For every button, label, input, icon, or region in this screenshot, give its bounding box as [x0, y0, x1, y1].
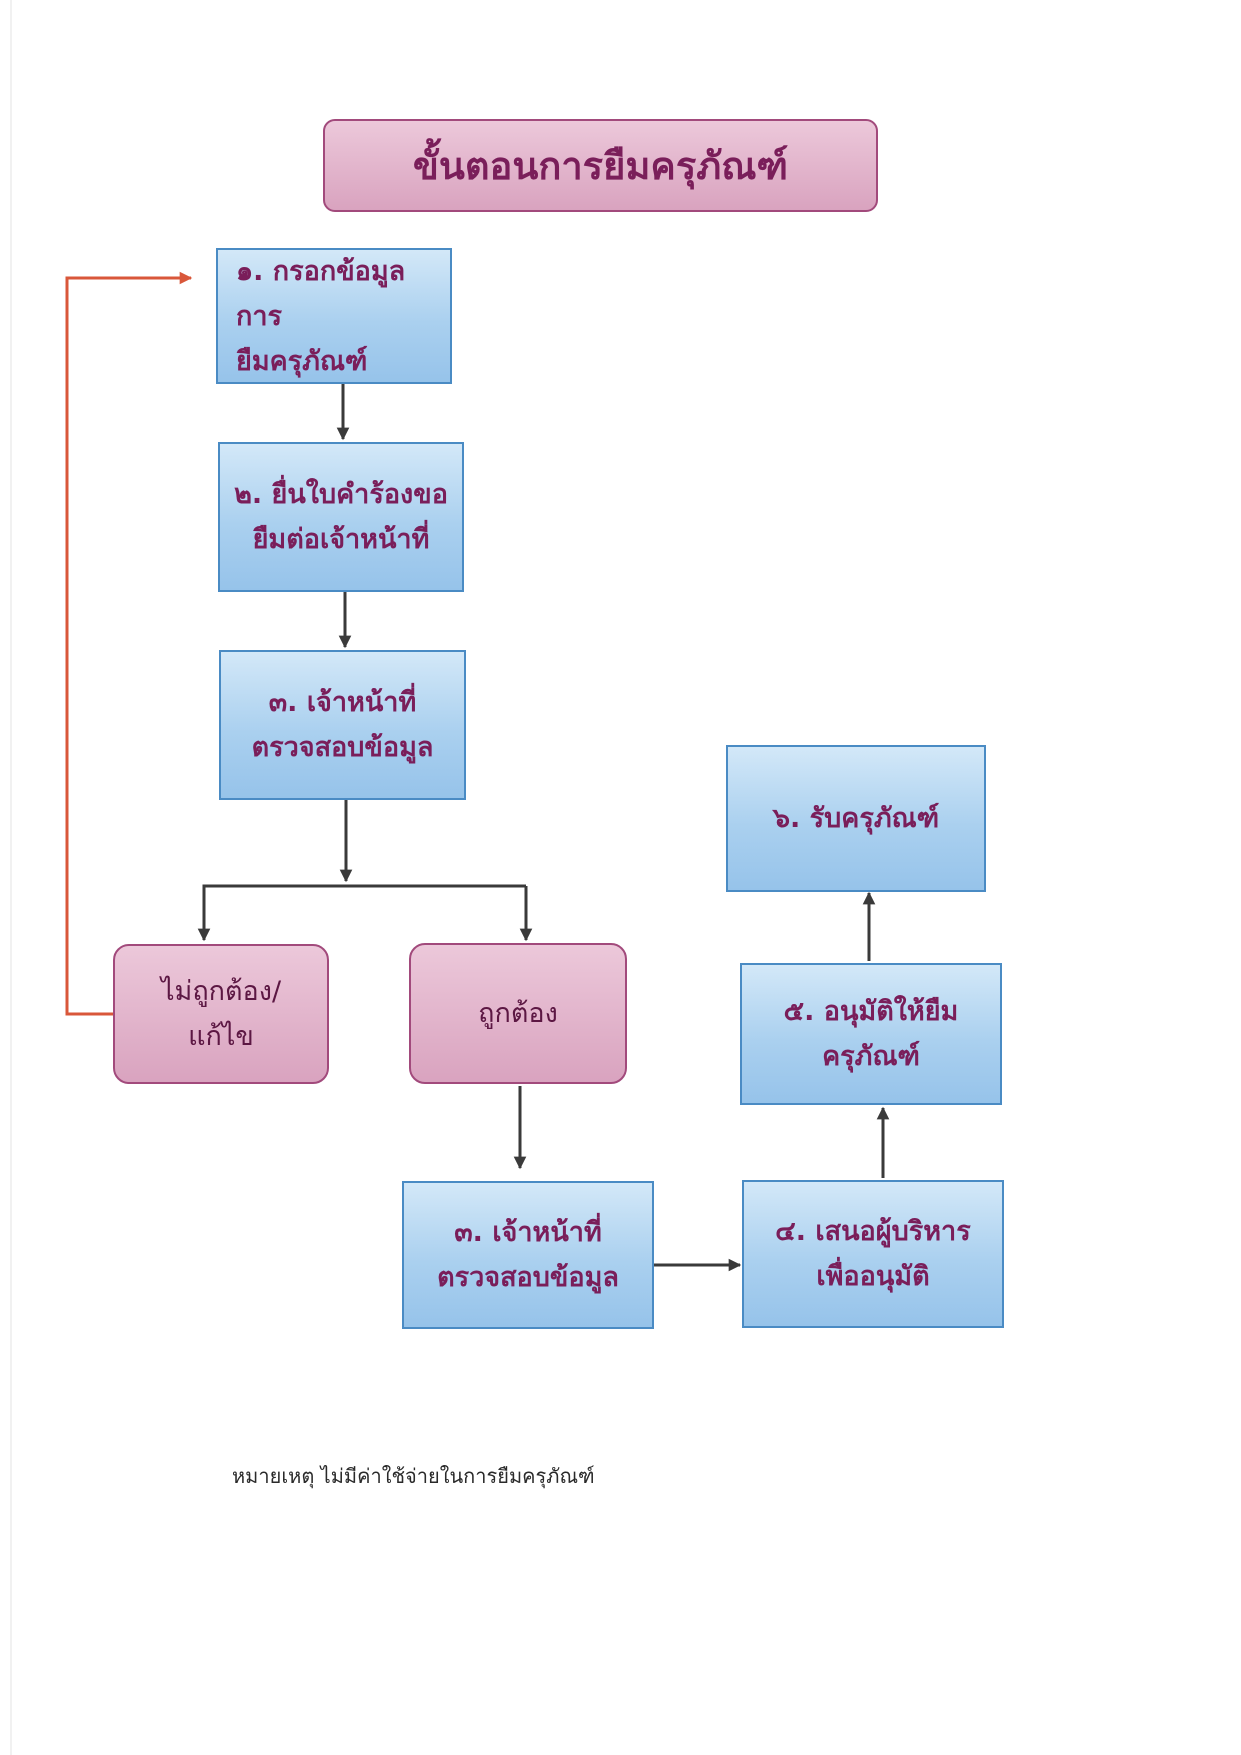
decision-correct-label: ถูกต้อง: [478, 998, 558, 1029]
step-4-box: ๔. เสนอผู้บริหาร เพื่ออนุมัติ: [742, 1180, 1004, 1328]
flowchart-title-box: ขั้นตอนการยืมครุภัณฑ์: [323, 119, 878, 212]
step-4-label: ๔. เสนอผู้บริหาร เพื่ออนุมัติ: [775, 1216, 971, 1292]
step-3-box: ๓. เจ้าหน้าที่ ตรวจสอบข้อมูล: [219, 650, 466, 800]
scan-edge-line: [10, 0, 12, 1755]
step-6-label: ๖. รับครุภัณฑ์: [772, 803, 940, 834]
step-6-box: ๖. รับครุภัณฑ์: [726, 745, 986, 892]
step-1-label: ๑. กรอกข้อมูลการ ยืมครุภัณฑ์: [236, 255, 406, 377]
step-2-box: ๒. ยื่นใบคำร้องขอ ยืมต่อเจ้าหน้าที่: [218, 442, 464, 592]
decision-incorrect-box: ไม่ถูกต้อง/ แก้ไข: [113, 944, 329, 1084]
flowchart-title: ขั้นตอนการยืมครุภัณฑ์: [412, 143, 789, 188]
connector-branch-to-incorrect: [197, 884, 526, 942]
loop-arrow-incorrect-to-step1: [65, 271, 193, 1016]
step-5-label: ๕. อนุมัติให้ยืม ครุภัณฑ์: [783, 996, 959, 1072]
step-3-label: ๓. เจ้าหน้าที่ ตรวจสอบข้อมูล: [251, 687, 434, 763]
step-1-box: ๑. กรอกข้อมูลการ ยืมครุภัณฑ์: [216, 248, 452, 384]
step-3b-box: ๓. เจ้าหน้าที่ ตรวจสอบข้อมูล: [402, 1181, 654, 1329]
step-2-label: ๒. ยื่นใบคำร้องขอ ยืมต่อเจ้าหน้าที่: [234, 479, 448, 555]
step-5-box: ๕. อนุมัติให้ยืม ครุภัณฑ์: [740, 963, 1002, 1105]
decision-correct-box: ถูกต้อง: [409, 943, 627, 1084]
step-3b-label: ๓. เจ้าหน้าที่ ตรวจสอบข้อมูล: [437, 1217, 619, 1293]
footnote-remark: หมายเหตุ ไม่มีค่าใช้จ่ายในการยืมครุภัณฑ์: [232, 1464, 595, 1488]
decision-incorrect-label: ไม่ถูกต้อง/ แก้ไข: [160, 976, 282, 1052]
